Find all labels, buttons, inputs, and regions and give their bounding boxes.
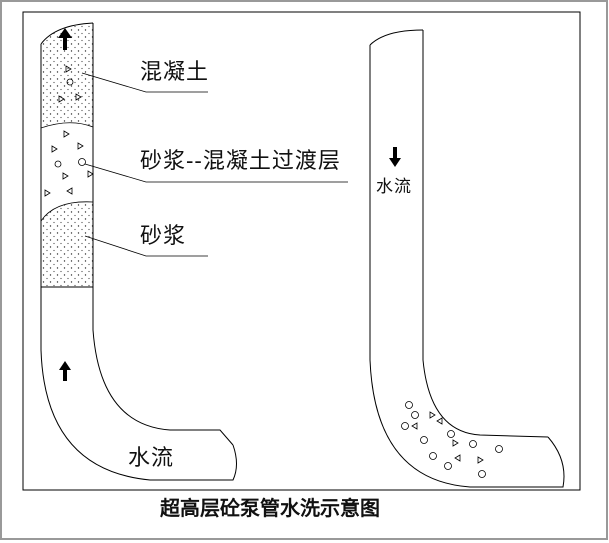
label-mortar: 砂浆 [140, 224, 187, 249]
mortar-section [41, 201, 93, 287]
inner-frame [22, 11, 581, 491]
label-water-flow-right: 水流 [376, 177, 412, 197]
left-pipe [40, 44, 237, 481]
aggregates-left [44, 65, 94, 197]
arrow-up-icon [59, 361, 71, 381]
diagram-title: 超高层砼泵管水洗示意图 [160, 496, 380, 520]
aggregates-right [401, 401, 503, 478]
leader-lines [81, 72, 348, 257]
arrow-down-icon [389, 147, 401, 167]
label-concrete: 混凝土 [140, 60, 210, 85]
label-water-flow-left: 水流 [128, 446, 175, 471]
right-pipe [369, 45, 565, 488]
concrete-section [41, 23, 93, 128]
label-transition-layer: 砂浆--混凝土过渡层 [140, 149, 341, 174]
arrow-up-icon [58, 28, 72, 50]
